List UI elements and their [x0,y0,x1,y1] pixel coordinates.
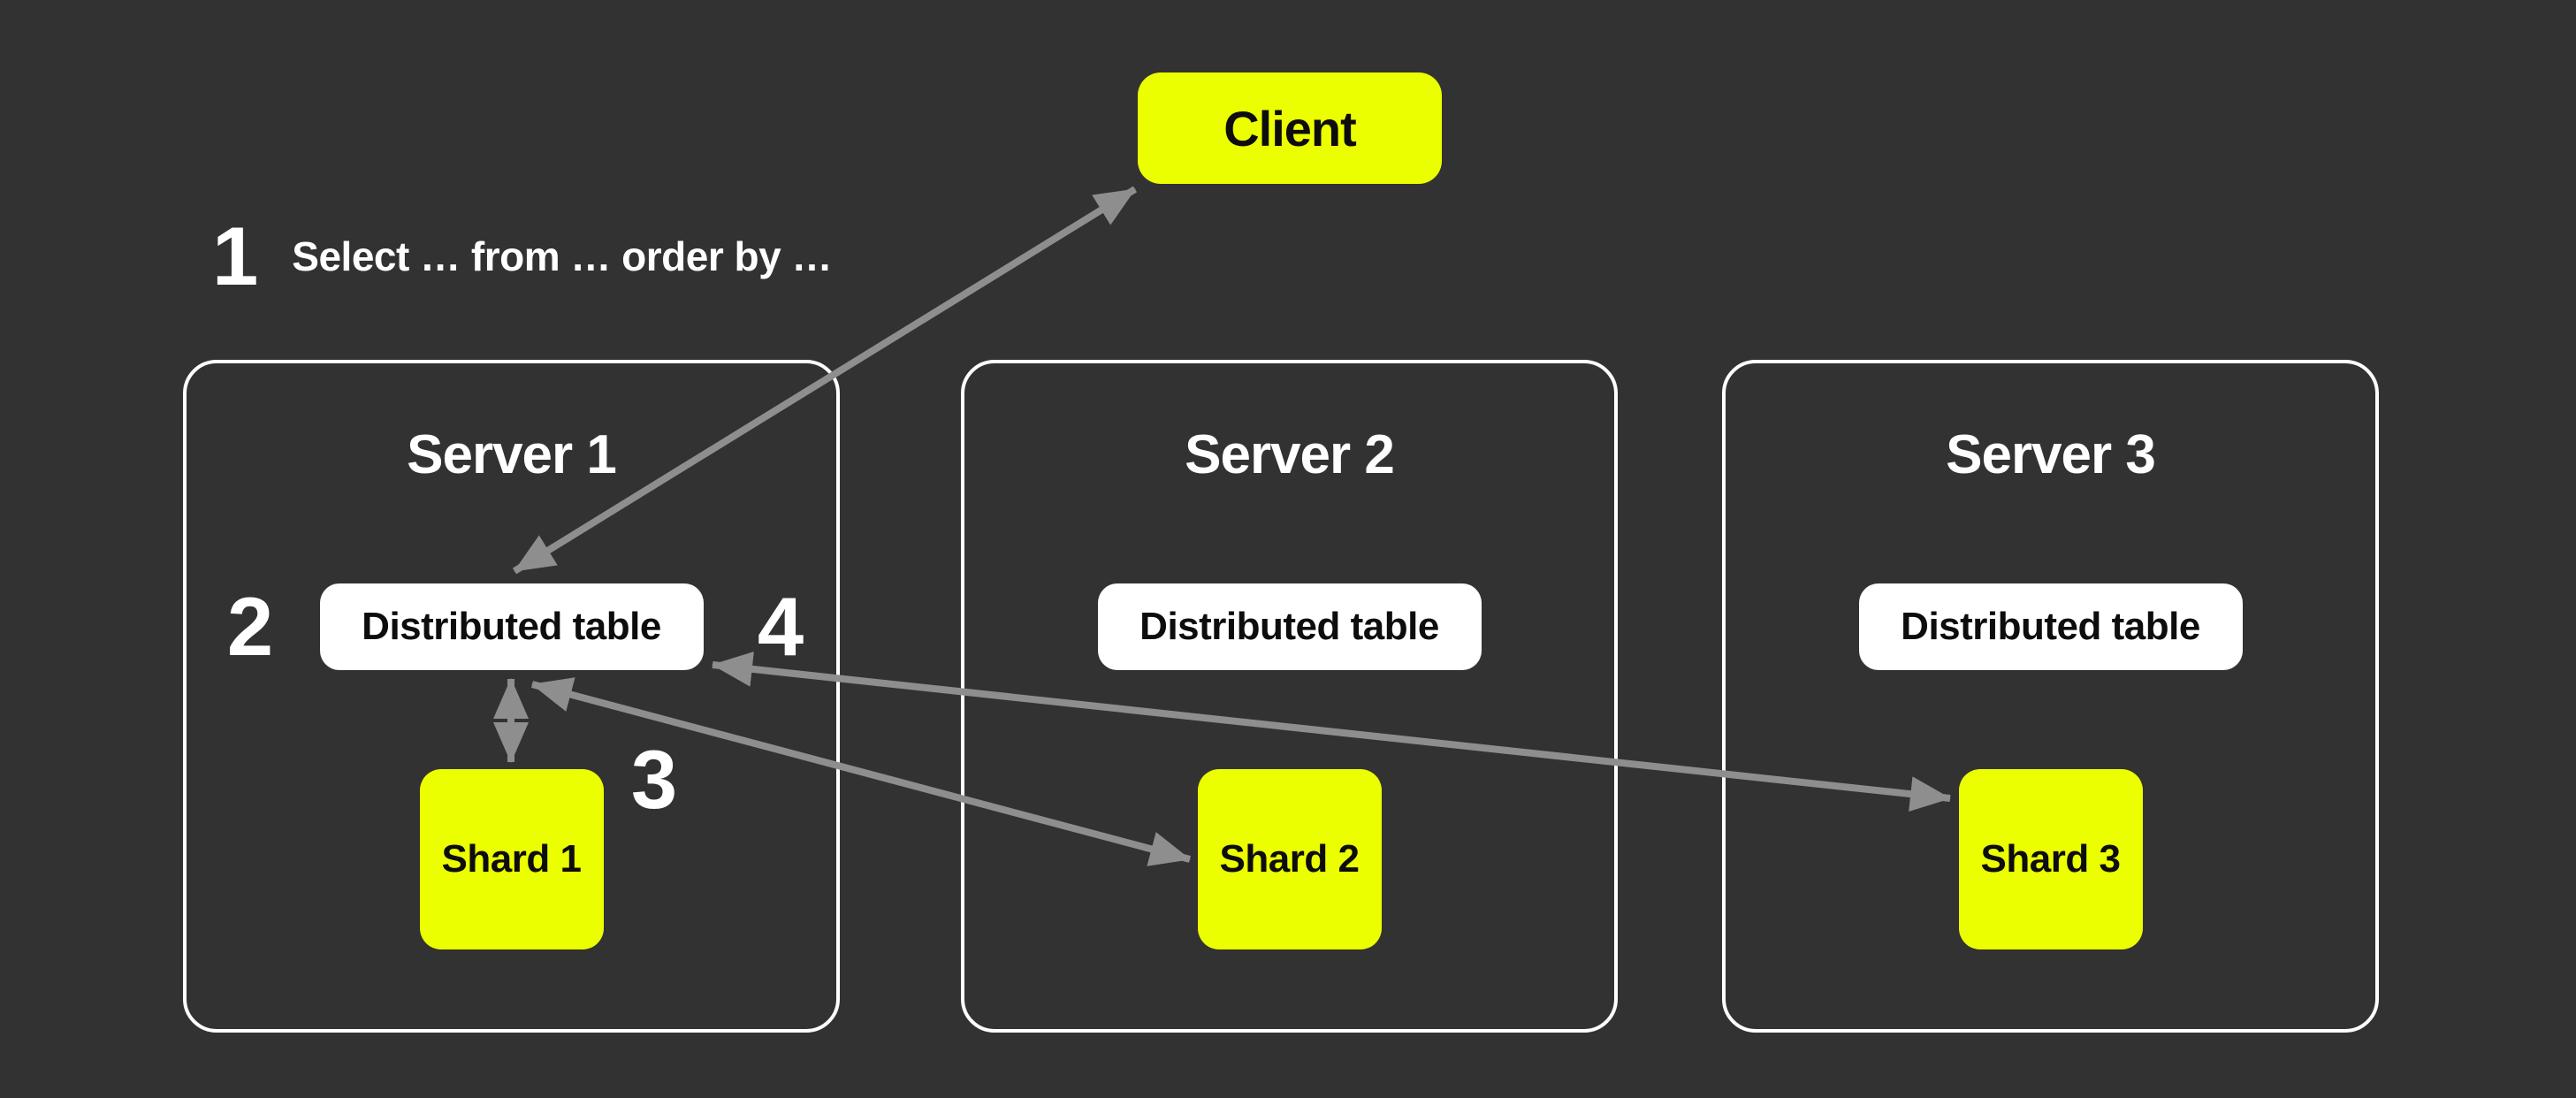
step-1-query-text: Select … from … order by … [292,233,832,279]
client-node: Client [1138,72,1442,184]
shard-1-label: Shard 1 [441,837,582,881]
distributed-table-2-node: Distributed table [1097,583,1482,670]
client-label: Client [1223,100,1357,156]
server-2-title: Server 2 [1185,424,1395,485]
distributed-table-2-label: Distributed table [1139,605,1439,648]
server-3-frame: Server 3 Distributed table Shard 3 [1722,360,2379,1033]
step-1-number: 1 [212,210,258,302]
shard-2-node: Shard 2 [1197,769,1382,949]
shard-3-label: Shard 3 [1980,837,2121,881]
step-2-number: 2 [226,580,274,673]
server-3-title: Server 3 [1946,424,2156,485]
server-1-frame: Server 1 Distributed table Shard 1 [183,360,840,1033]
distributed-table-3-node: Distributed table [1858,583,2243,670]
distributed-table-1-node: Distributed table [319,583,704,670]
server-1-title: Server 1 [407,424,617,485]
step-1-caption: 1 Select … from … order by … [212,215,832,298]
server-2-frame: Server 2 Distributed table Shard 2 [961,360,1618,1033]
distributed-table-3-label: Distributed table [1901,605,2200,648]
distributed-table-1-label: Distributed table [362,605,661,648]
shard-2-label: Shard 2 [1219,837,1360,881]
shard-3-node: Shard 3 [1958,769,2143,949]
shard-1-node: Shard 1 [419,769,604,949]
